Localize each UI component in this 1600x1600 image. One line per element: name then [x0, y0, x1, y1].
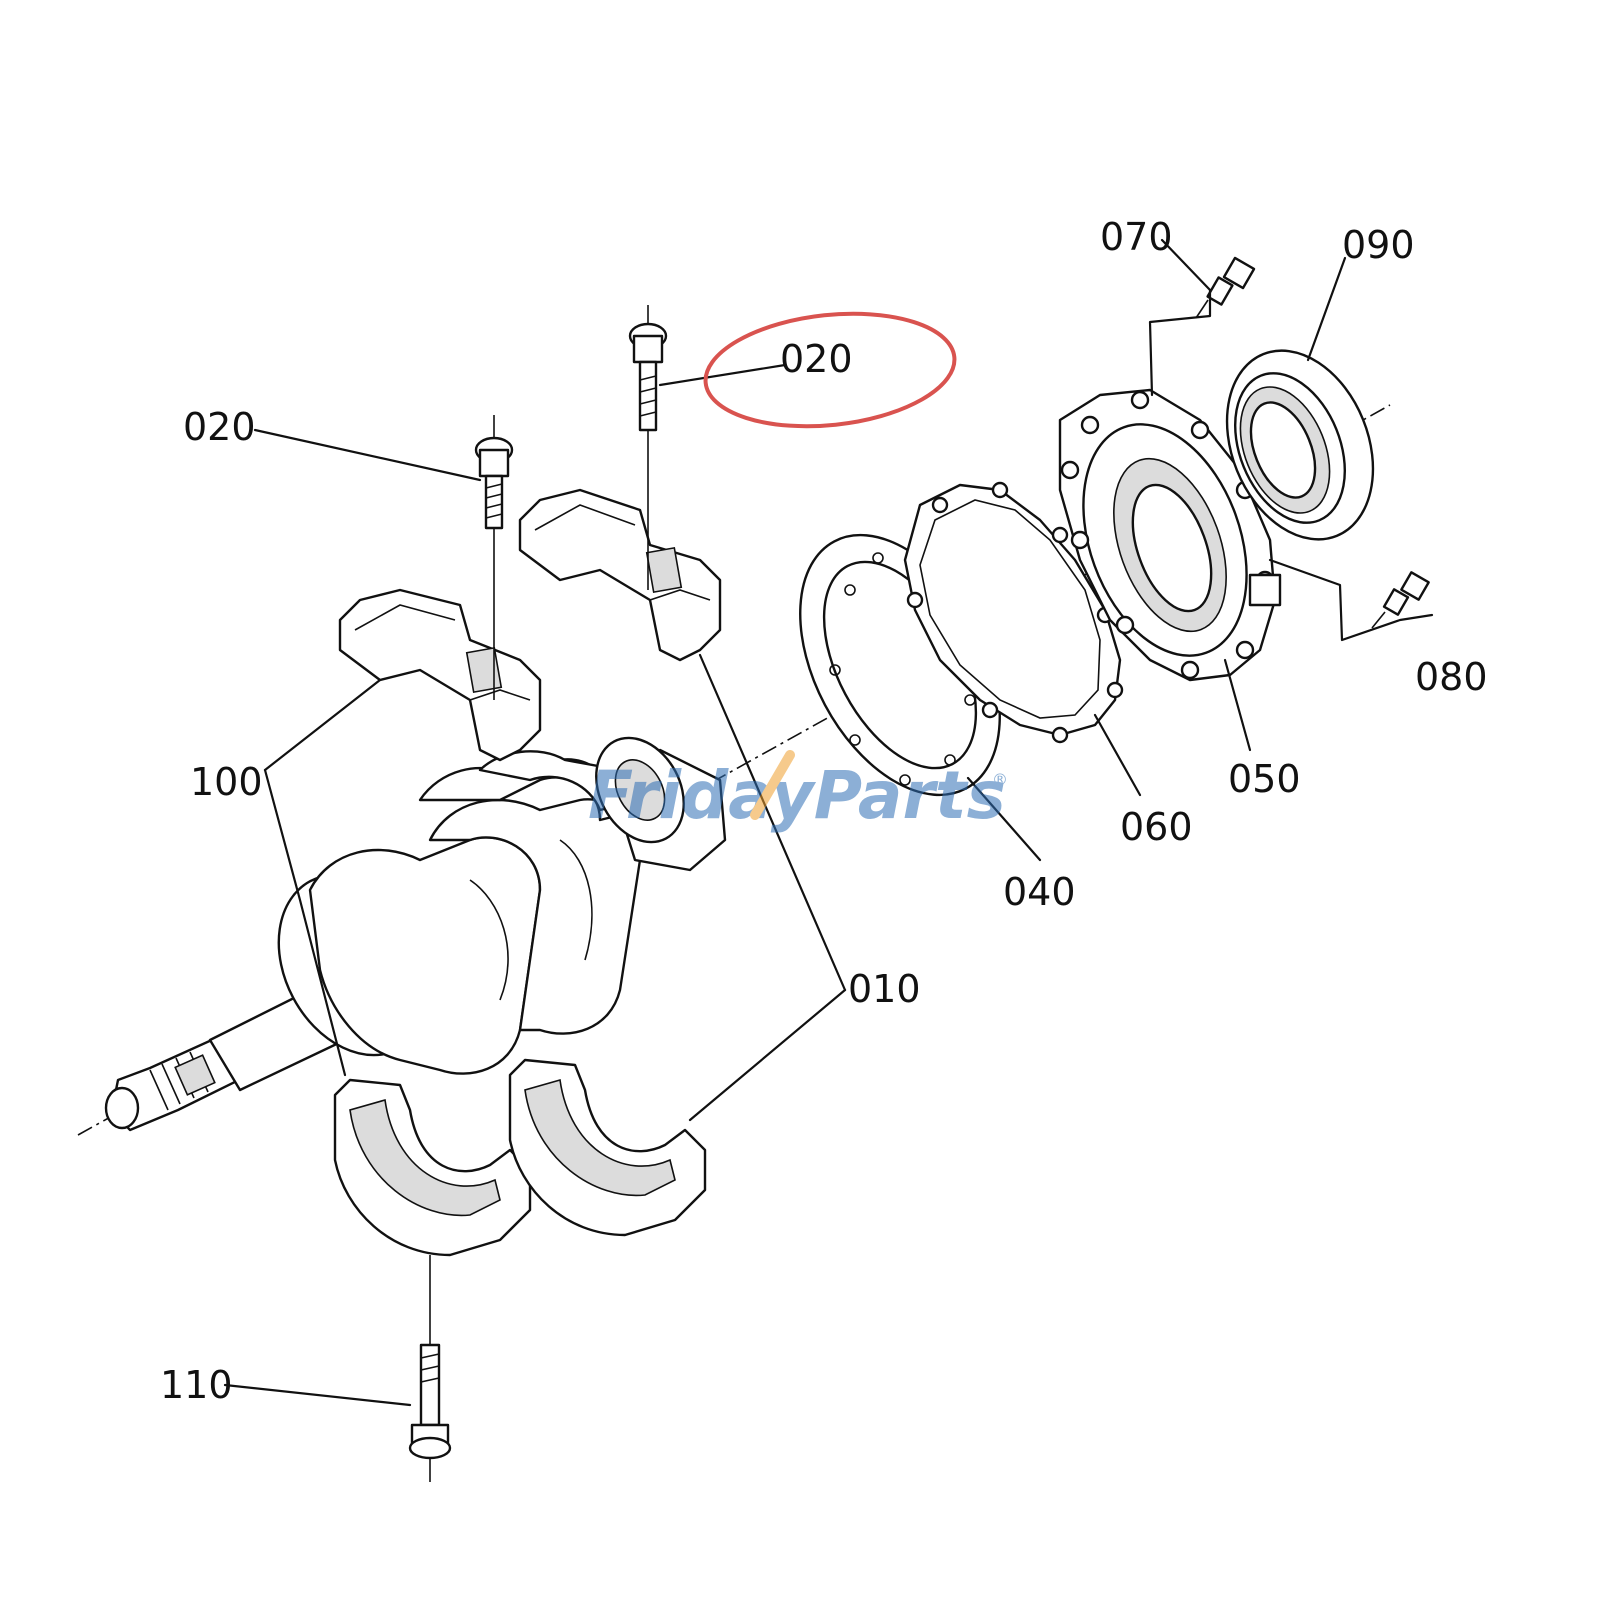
bolt-080 — [1371, 571, 1430, 629]
callout-080: 080 — [1415, 655, 1488, 699]
bearing-cap-left — [338, 588, 542, 762]
bearing-cap-lower-left — [333, 1078, 532, 1257]
bolt-020-left — [474, 415, 514, 700]
leader-lines — [223, 238, 1434, 1407]
bolt-070 — [1195, 256, 1256, 319]
plate-060 — [903, 481, 1124, 744]
bolt-110 — [408, 1255, 452, 1482]
callout-090: 090 — [1342, 223, 1415, 267]
callout-040: 040 — [1003, 870, 1076, 914]
bearing-cap-right — [518, 488, 722, 662]
watermark-registered-mark: ® — [992, 770, 1008, 789]
callout-060: 060 — [1120, 805, 1193, 849]
callout-100: 100 — [190, 760, 263, 804]
watermark-logo: FridayParts ® — [588, 750, 1008, 834]
housing-050 — [1058, 388, 1282, 682]
highlight-ellipse — [703, 311, 957, 429]
callout-010: 010 — [848, 967, 921, 1011]
bearing-cap-lower-right — [508, 1058, 707, 1237]
callout-020-highlighted: 020 — [780, 337, 853, 381]
bolt-020-right — [628, 305, 668, 590]
callout-050: 050 — [1228, 757, 1301, 801]
callout-020: 020 — [183, 405, 256, 449]
crankshaft — [77, 404, 1391, 1136]
watermark-parts: Parts — [814, 757, 1006, 834]
callout-110: 110 — [160, 1363, 233, 1407]
svg-text:FridayParts: FridayParts — [588, 757, 1006, 834]
callout-070: 070 — [1100, 215, 1173, 259]
oil-seal-090 — [1225, 349, 1375, 541]
